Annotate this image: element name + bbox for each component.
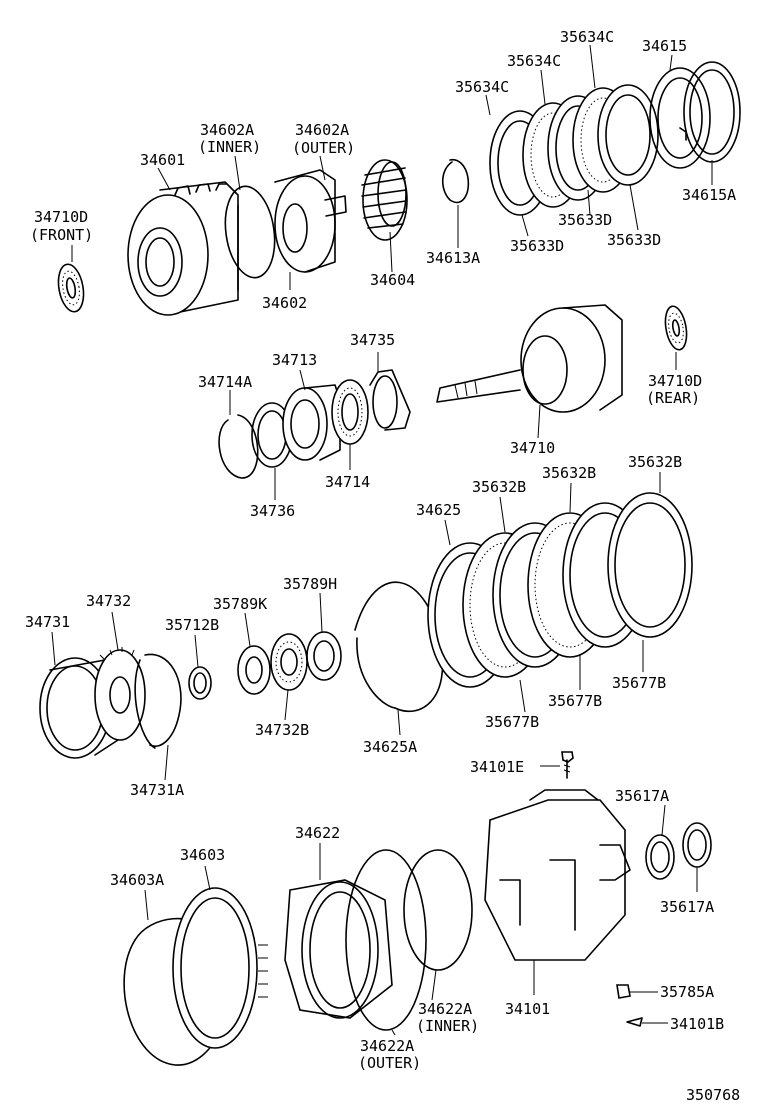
- label-35677b-3: 35677B: [612, 674, 666, 692]
- label-35617a-2: 35617A: [660, 898, 714, 916]
- label-34731: 34731: [25, 613, 70, 631]
- label-34710d-rear: 34710D: [648, 372, 702, 390]
- part-34735-retainer: [369, 369, 411, 431]
- part-34714-one-way-clutch: [331, 379, 369, 445]
- part-34101e-bolt: [561, 751, 574, 779]
- label-34101b: 34101B: [670, 1015, 724, 1033]
- part-labels: 34710D (FRONT) 34601 34602A (INNER) 3460…: [25, 28, 740, 1104]
- part-34604-spring-pack: [361, 159, 408, 241]
- label-34731a: 34731A: [130, 781, 184, 799]
- label-34710: 34710: [510, 439, 555, 457]
- label-35634c-3: 35634C: [560, 28, 614, 46]
- label-34615: 34615: [642, 37, 687, 55]
- label-34613a: 34613A: [426, 249, 480, 267]
- label-35633d-1: 35633D: [510, 237, 564, 255]
- part-34731a-snap-ring: [134, 653, 182, 749]
- part-34613a-snap-ring: [441, 158, 470, 204]
- part-34710-output-shaft: [436, 304, 623, 413]
- label-35712b: 35712B: [165, 616, 219, 634]
- label-34736: 34736: [250, 502, 295, 520]
- part-35789h-washer: [306, 631, 342, 681]
- label-35677b-1: 35677B: [485, 713, 539, 731]
- label-34622a-outer-qualifier: (OUTER): [358, 1054, 421, 1072]
- part-34615-flange: [649, 61, 741, 169]
- label-34602a-inner: 34602A: [200, 121, 254, 139]
- label-34732: 34732: [86, 592, 131, 610]
- label-34735: 34735: [350, 331, 395, 349]
- label-34622a-outer: 34622A: [360, 1037, 414, 1055]
- label-35633d-3: 35633D: [607, 231, 661, 249]
- part-34713-hub: [282, 384, 341, 461]
- label-35789k: 35789K: [213, 595, 267, 613]
- label-35632b-1: 35632B: [472, 478, 526, 496]
- part-35617a-ring-2: [682, 822, 712, 868]
- label-34101: 34101: [505, 1000, 550, 1018]
- label-34602a-inner-qualifier: (INNER): [198, 138, 261, 156]
- part-34732b-bearing: [270, 633, 308, 691]
- label-35785a: 35785A: [660, 983, 714, 1001]
- part-35789k-washer: [237, 645, 271, 695]
- label-35617a-1: 35617A: [615, 787, 669, 805]
- part-34714a-snap-ring: [218, 414, 259, 479]
- label-34732b: 34732B: [255, 721, 309, 739]
- part-clutch-pack-c1: [489, 84, 659, 216]
- label-34615a: 34615A: [682, 186, 736, 204]
- label-34713: 34713: [272, 351, 317, 369]
- label-34710d-front: 34710D: [34, 208, 88, 226]
- label-34622: 34622: [295, 824, 340, 842]
- label-34602a-outer-qualifier: (OUTER): [292, 139, 355, 157]
- part-34601-drum: [127, 181, 239, 316]
- label-34604: 34604: [370, 271, 415, 289]
- part-34732-sun-gear: [94, 647, 146, 741]
- label-34602a-outer: 34602A: [295, 121, 349, 139]
- label-34710d-front-qualifier: (FRONT): [30, 226, 93, 244]
- part-35785a-plug: [616, 984, 631, 999]
- label-34710d-rear-qualifier: (REAR): [646, 389, 700, 407]
- label-34101e: 34101E: [470, 758, 524, 776]
- label-34622a-inner: 34622A: [418, 1000, 472, 1018]
- part-34603-ring-gear: [172, 887, 268, 1049]
- part-34622a-inner-oring: [403, 849, 473, 971]
- part-34101b-pin: [626, 1017, 643, 1027]
- label-35632b-2: 35632B: [542, 464, 596, 482]
- part-34101-case: [484, 789, 631, 961]
- diagram-number: 350768: [686, 1086, 740, 1104]
- part-34710d-front-bearing: [57, 263, 85, 313]
- label-35632b-3: 35632B: [628, 453, 682, 471]
- part-35712b-washer: [188, 666, 212, 700]
- part-34710d-rear-bearing: [664, 305, 688, 351]
- part-34622a-outer-oring: [345, 849, 427, 1031]
- label-34602: 34602: [262, 294, 307, 312]
- label-34603a: 34603A: [110, 871, 164, 889]
- label-34601: 34601: [140, 151, 185, 169]
- label-35633d-2: 35633D: [558, 211, 612, 229]
- leader-lines: [51, 44, 713, 1036]
- label-34603: 34603: [180, 846, 225, 864]
- label-35634c-1: 35634C: [455, 78, 509, 96]
- label-34625a: 34625A: [363, 738, 417, 756]
- label-35634c-2: 35634C: [507, 52, 561, 70]
- part-34602a-inner-oring: [224, 185, 276, 279]
- part-34622-piston-assy: [284, 879, 393, 1019]
- part-35617a-ring-1: [645, 834, 675, 880]
- part-clutch-pack-c2: [427, 492, 693, 688]
- label-34714a: 34714A: [198, 373, 252, 391]
- label-35789h: 35789H: [283, 575, 337, 593]
- part-34602-piston: [274, 169, 347, 273]
- label-34625: 34625: [416, 501, 461, 519]
- label-35677b-2: 35677B: [548, 692, 602, 710]
- label-34622a-inner-qualifier: (INNER): [416, 1017, 479, 1035]
- label-34714: 34714: [325, 473, 370, 491]
